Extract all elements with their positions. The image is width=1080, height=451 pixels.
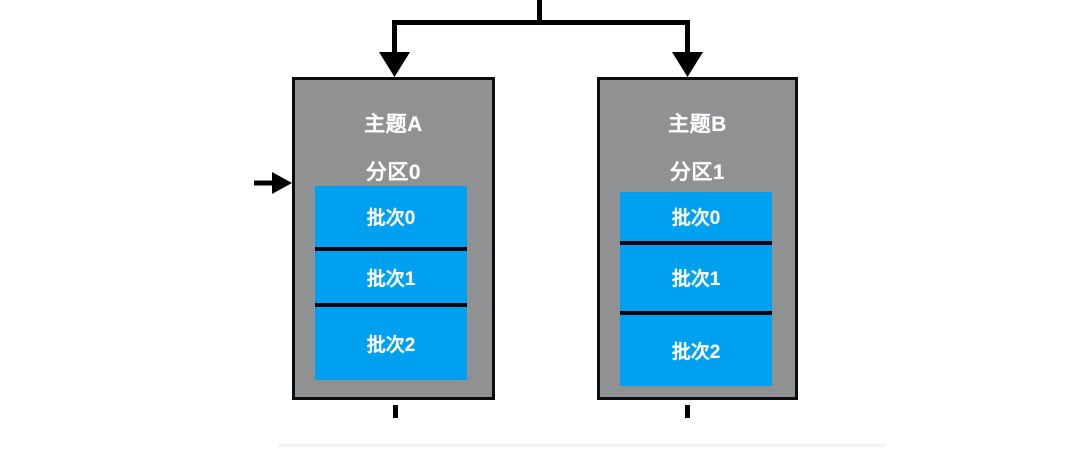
topic-label-b: 主题B	[668, 113, 727, 136]
batch-stack-topic-b: 批次0 批次1 批次2	[620, 192, 772, 386]
producer-input-stem	[537, 0, 542, 24]
bottom-divider-rule	[278, 444, 886, 447]
batch-cell: 批次1	[315, 251, 467, 308]
topic-label-a: 主题A	[364, 113, 423, 136]
batch-cell: 批次0	[315, 186, 467, 252]
arrowhead-topic-b	[672, 52, 703, 77]
side-input-arrow-head	[272, 172, 292, 194]
arrowhead-topic-a	[379, 52, 410, 77]
batch-cell: 批次1	[620, 244, 772, 316]
batch-cell: 批次2	[315, 307, 467, 380]
partition-box-topic-a: 主题A 分区0 批次0 批次1 批次2	[292, 77, 495, 400]
batch-cell: 批次0	[620, 192, 772, 245]
partition-box-topic-b: 主题B 分区1 批次0 批次1 批次2	[597, 77, 798, 400]
branch-to-topic-b	[685, 20, 690, 58]
batch-cell: 批次2	[620, 315, 772, 386]
consumer-stub-topic-b	[685, 405, 690, 418]
side-input-arrow-shaft	[254, 180, 282, 186]
partition-label-b: 分区1	[669, 161, 726, 184]
batch-stack-topic-a: 批次0 批次1 批次2	[315, 186, 467, 380]
branch-to-topic-a	[392, 20, 397, 58]
distribution-bus	[392, 20, 690, 25]
partition-label-a: 分区0	[365, 161, 422, 184]
consumer-stub-topic-a	[393, 405, 398, 418]
